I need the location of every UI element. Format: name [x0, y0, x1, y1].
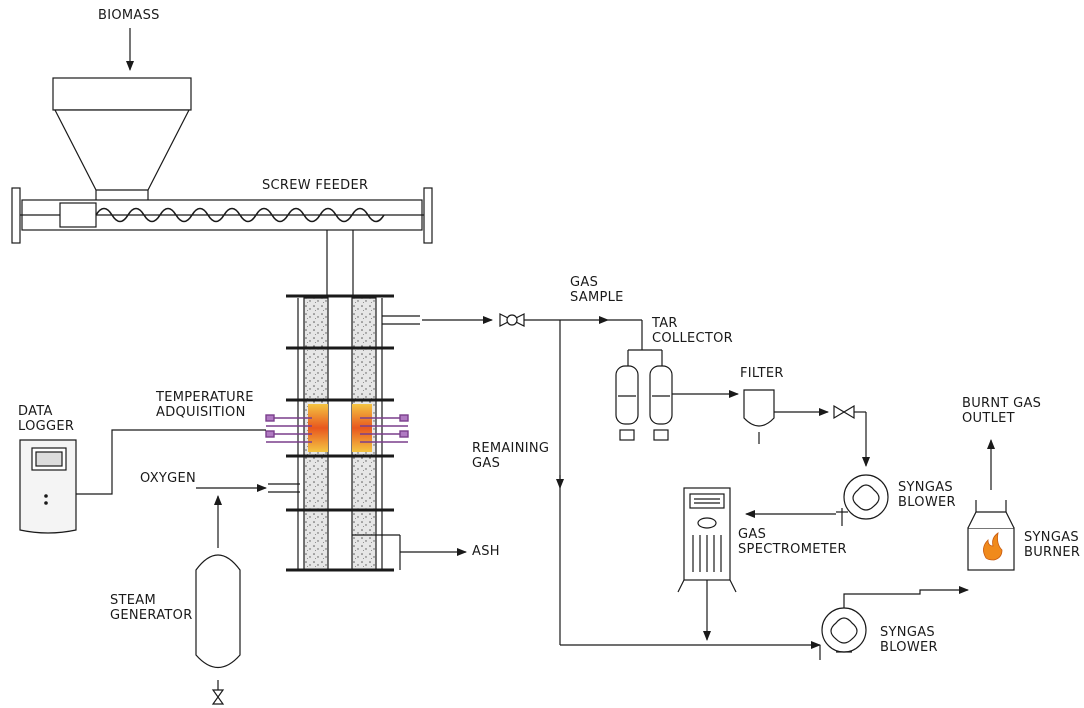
label-temperature-2: ADQUISITION: [156, 405, 246, 420]
label-gas-sample-1: GAS: [570, 275, 599, 290]
label-tar-collector-1: TAR: [652, 316, 678, 331]
tar-collector-icon: [615, 365, 673, 441]
label-data-logger-1: DATA: [18, 404, 53, 419]
data-logger-icon: [19, 439, 77, 534]
label-steam-generator-2: GENERATOR: [110, 608, 193, 623]
label-gas-spectrometer-1: GAS: [738, 527, 767, 542]
label-screw-feeder: SCREW FEEDER: [262, 178, 369, 193]
reactor-icon: [286, 294, 420, 572]
flame-icon: [983, 532, 1003, 561]
logger-cable: [76, 429, 266, 495]
label-gas-spectrometer-2: SPECTROMETER: [738, 542, 847, 557]
label-burnt-gas-2: OUTLET: [962, 411, 1015, 426]
steam-generator-icon: [195, 540, 241, 705]
valve-icon: [499, 313, 525, 327]
label-oxygen: OXYGEN: [140, 471, 197, 486]
label-gas-sample-2: SAMPLE: [570, 290, 624, 305]
label-syngas-blower-top-2: BLOWER: [898, 495, 956, 510]
label-remaining-gas-2: GAS: [472, 456, 501, 471]
label-biomass: BIOMASS: [98, 8, 160, 23]
label-remaining-gas-1: REMAINING: [472, 441, 550, 456]
label-syngas-burner-1: SYNGAS: [1024, 530, 1079, 545]
label-syngas-blower-bottom-1: SYNGAS: [880, 625, 935, 640]
hopper-icon: [52, 77, 192, 200]
label-tar-collector-2: COLLECTOR: [652, 331, 733, 346]
label-syngas-burner-2: BURNER: [1024, 545, 1081, 560]
label-syngas-blower-top-1: SYNGAS: [898, 480, 953, 495]
gas-spectrometer-icon: [677, 487, 737, 593]
blower-icon-bottom: [819, 607, 867, 660]
filter-icon: [743, 389, 775, 444]
label-burnt-gas-1: BURNT GAS: [962, 396, 1042, 411]
screw-feeder-icon: [11, 187, 433, 298]
label-temperature-1: TEMPERATURE: [156, 390, 254, 405]
blower-icon: [836, 474, 889, 526]
label-ash: ASH: [472, 544, 500, 559]
label-filter: FILTER: [740, 366, 784, 381]
label-steam-generator-1: STEAM: [110, 593, 157, 608]
label-syngas-blower-bottom-2: BLOWER: [880, 640, 938, 655]
thermocouples: [265, 414, 409, 443]
label-data-logger-2: LOGGER: [18, 419, 75, 434]
